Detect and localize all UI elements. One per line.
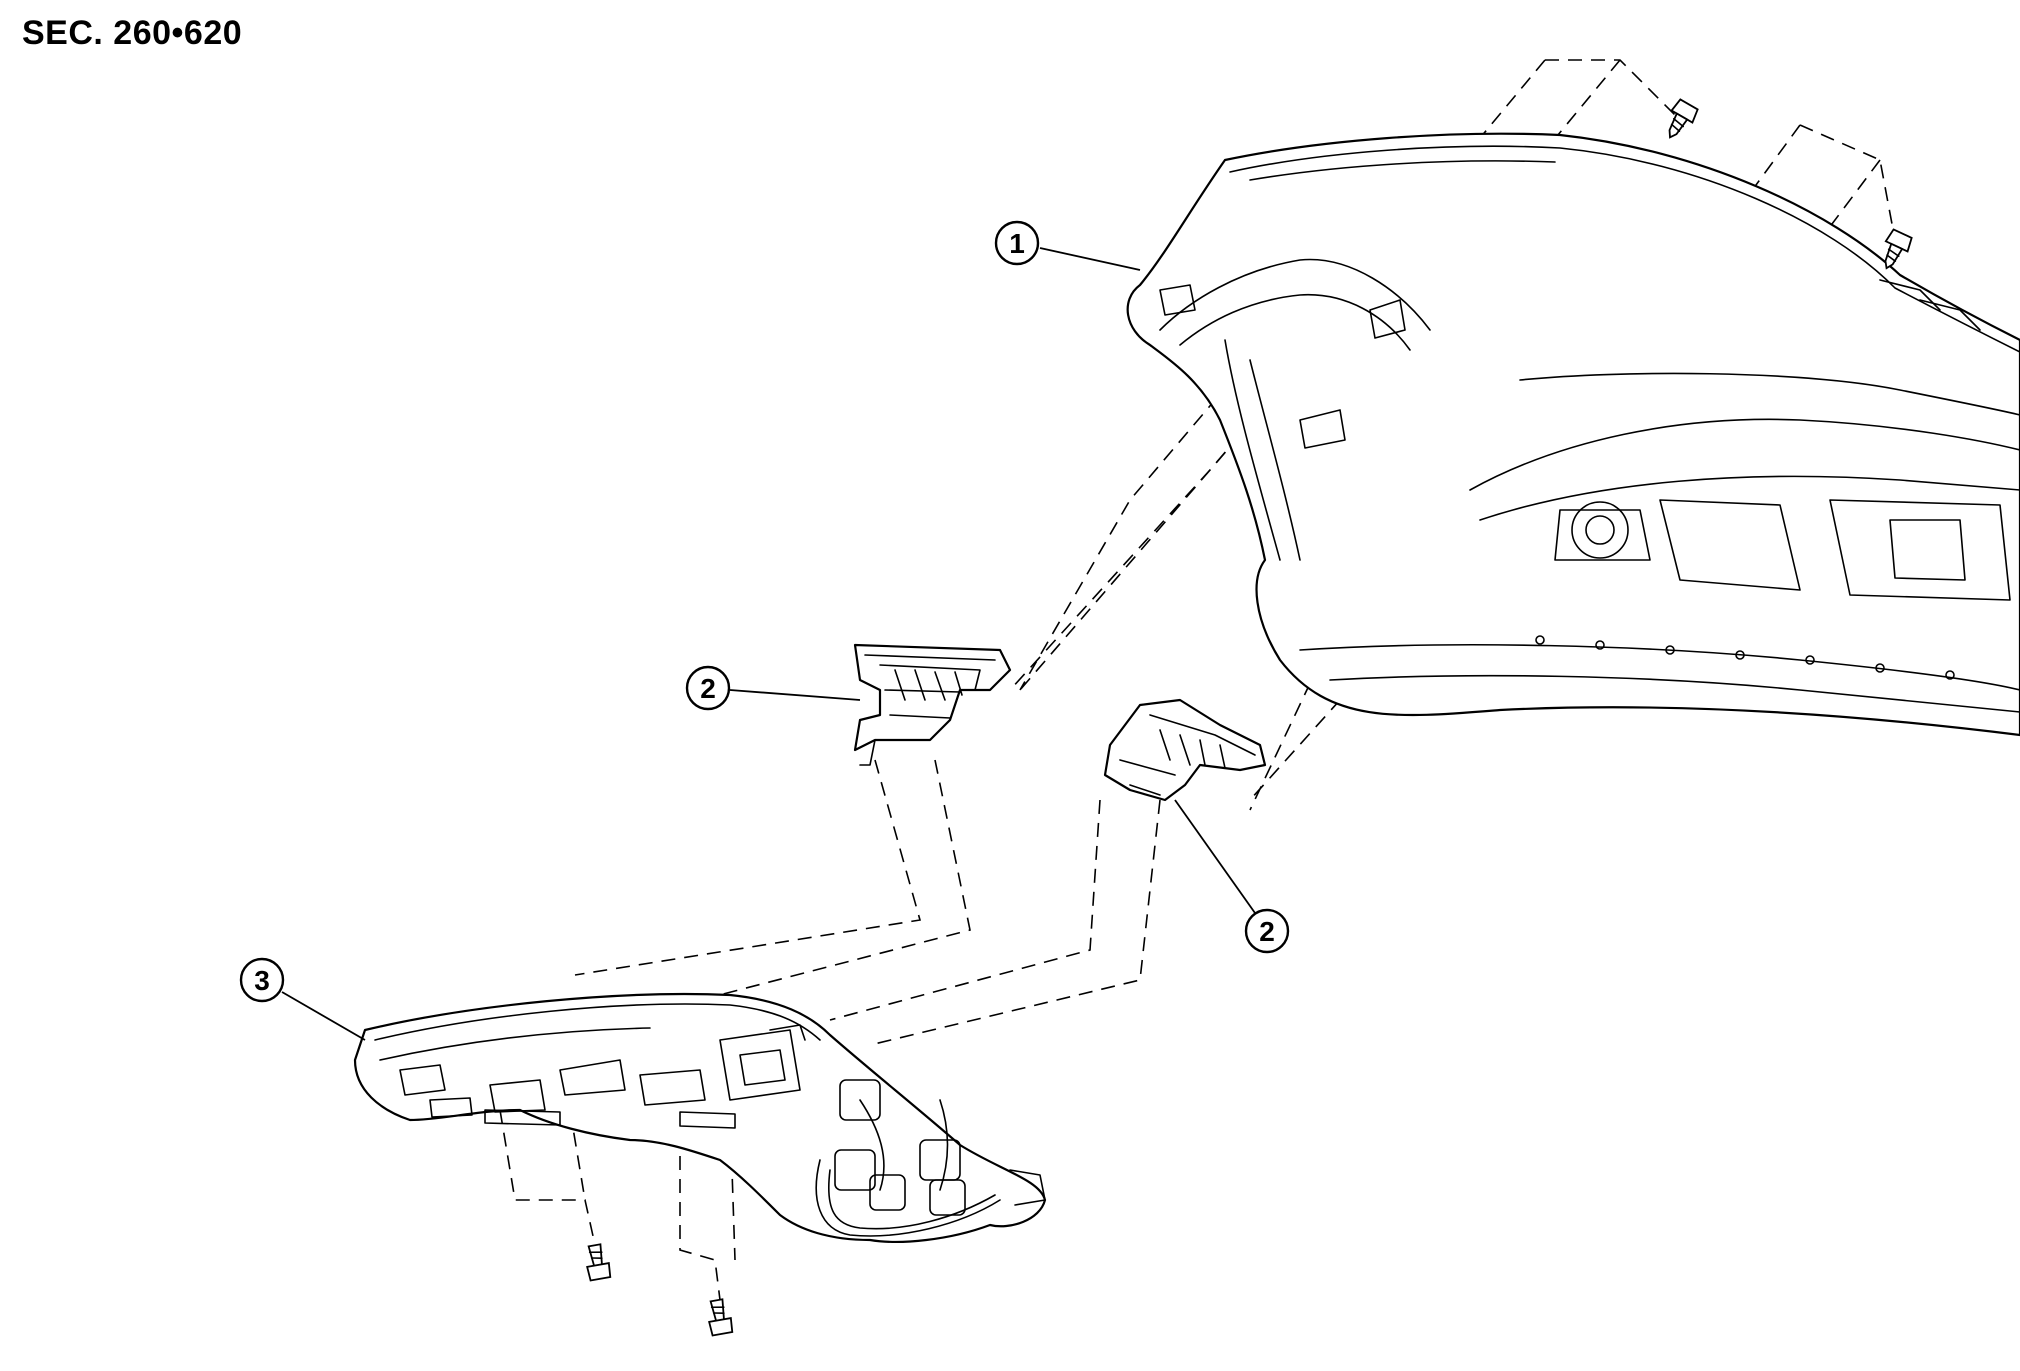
section-title: SEC. 260•620 (22, 14, 243, 52)
callout-1-label: 1 (1009, 228, 1025, 259)
callout-1: 1 (994, 220, 1040, 266)
screw-icon (1884, 228, 1913, 270)
screw-icon (586, 1243, 612, 1282)
screw-icon (708, 1298, 734, 1337)
bracket-icon (853, 643, 1012, 766)
bracket-icon (1103, 698, 1267, 802)
callout-2-lower: 2 (1244, 908, 1290, 954)
callout-2-lower-label: 2 (1259, 916, 1275, 947)
callout-leaders (281, 247, 1256, 1041)
callout-3-label: 3 (254, 965, 270, 996)
front-bumper-icon (1126, 132, 2020, 737)
callout-2-upper: 2 (685, 665, 731, 711)
callout-3: 3 (239, 957, 285, 1003)
callout-2-upper-label: 2 (700, 673, 716, 704)
screw-icon (1668, 98, 1699, 139)
headlamp-icon (353, 992, 1047, 1243)
